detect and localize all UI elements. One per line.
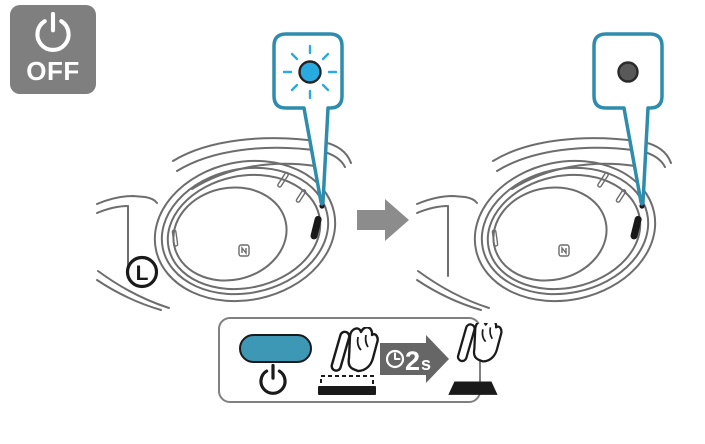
release-finger-icon xyxy=(448,323,503,395)
off-label: OFF xyxy=(26,56,80,86)
led-off-icon xyxy=(617,61,639,83)
power-icon xyxy=(259,364,287,395)
headphone-left-before: L xyxy=(96,137,352,313)
press-and-hold-icon xyxy=(318,327,379,395)
instruction-panel: 2s xyxy=(218,317,503,403)
off-state-badge: OFF xyxy=(10,5,96,94)
callout-led-off xyxy=(592,32,664,206)
power-button-pill xyxy=(239,334,312,363)
led-blinking-icon xyxy=(282,44,338,100)
duration-label: 2s xyxy=(405,346,431,376)
clock-icon xyxy=(385,349,405,369)
left-ear-marker: L xyxy=(125,255,159,289)
callout-led-blinking xyxy=(272,32,344,206)
svg-text:L: L xyxy=(136,262,149,285)
power-icon xyxy=(31,12,75,56)
duration-arrow: 2s xyxy=(380,335,449,383)
arrow-right-icon xyxy=(357,199,409,241)
